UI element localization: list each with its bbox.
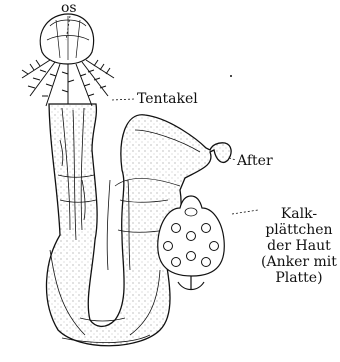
label-kalk-line-4: (Anker mit [261,254,337,270]
label-tentakel: Tentakel [137,91,198,107]
label-kalk-line-2: plättchen [261,222,337,238]
label-kalkplaettchen: Kalk- plättchen der Haut (Anker mit Plat… [261,206,337,286]
label-after: After [237,153,273,169]
label-os: os [61,0,77,16]
oral-crown [40,14,93,64]
label-kalk-line-3: der Haut [261,238,337,254]
speck [230,75,232,77]
label-kalk-line-1: Kalk- [261,206,337,222]
label-kalk-line-5: Platte) [261,270,337,286]
tentacles [22,60,114,106]
